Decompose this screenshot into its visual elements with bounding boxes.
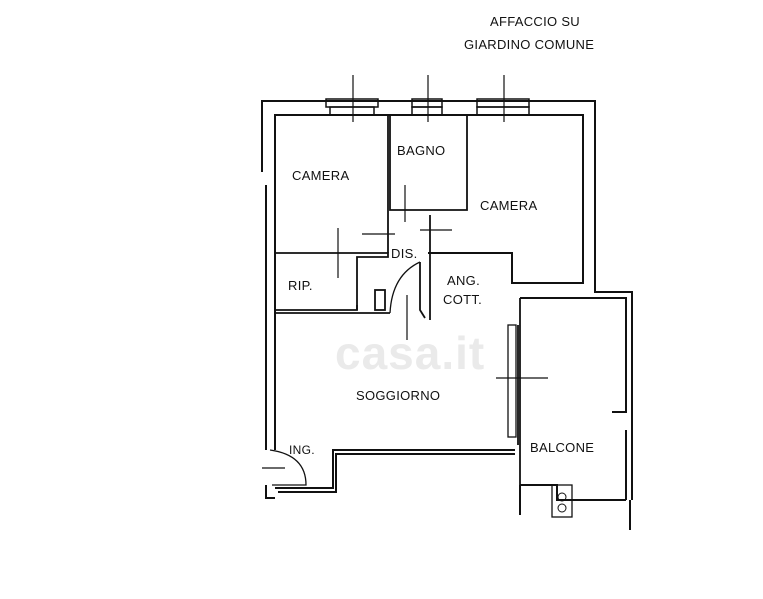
heading-line-2: GIARDINO COMUNE (464, 37, 595, 52)
interior-walls (269, 115, 573, 518)
room-label-dis: DIS. (391, 246, 418, 261)
room-label-ang: ANG. (447, 273, 480, 288)
room-label-camera-right: CAMERA (480, 198, 538, 213)
room-label-ing: ING. (289, 443, 315, 457)
heading-line-1: AFFACCIO SU (490, 14, 580, 29)
section-marks (262, 185, 548, 469)
room-label-balcone: BALCONE (530, 440, 595, 455)
room-label-camera-left: CAMERA (292, 168, 350, 183)
outer-walls (261, 100, 633, 530)
watermark: casa.it (335, 327, 486, 379)
room-label-cott: COTT. (443, 292, 483, 307)
room-label-soggiorno: SOGGIORNO (356, 388, 441, 403)
windows (325, 98, 530, 116)
room-label-rip: RIP. (288, 278, 313, 293)
room-label-bagno: BAGNO (397, 143, 446, 158)
